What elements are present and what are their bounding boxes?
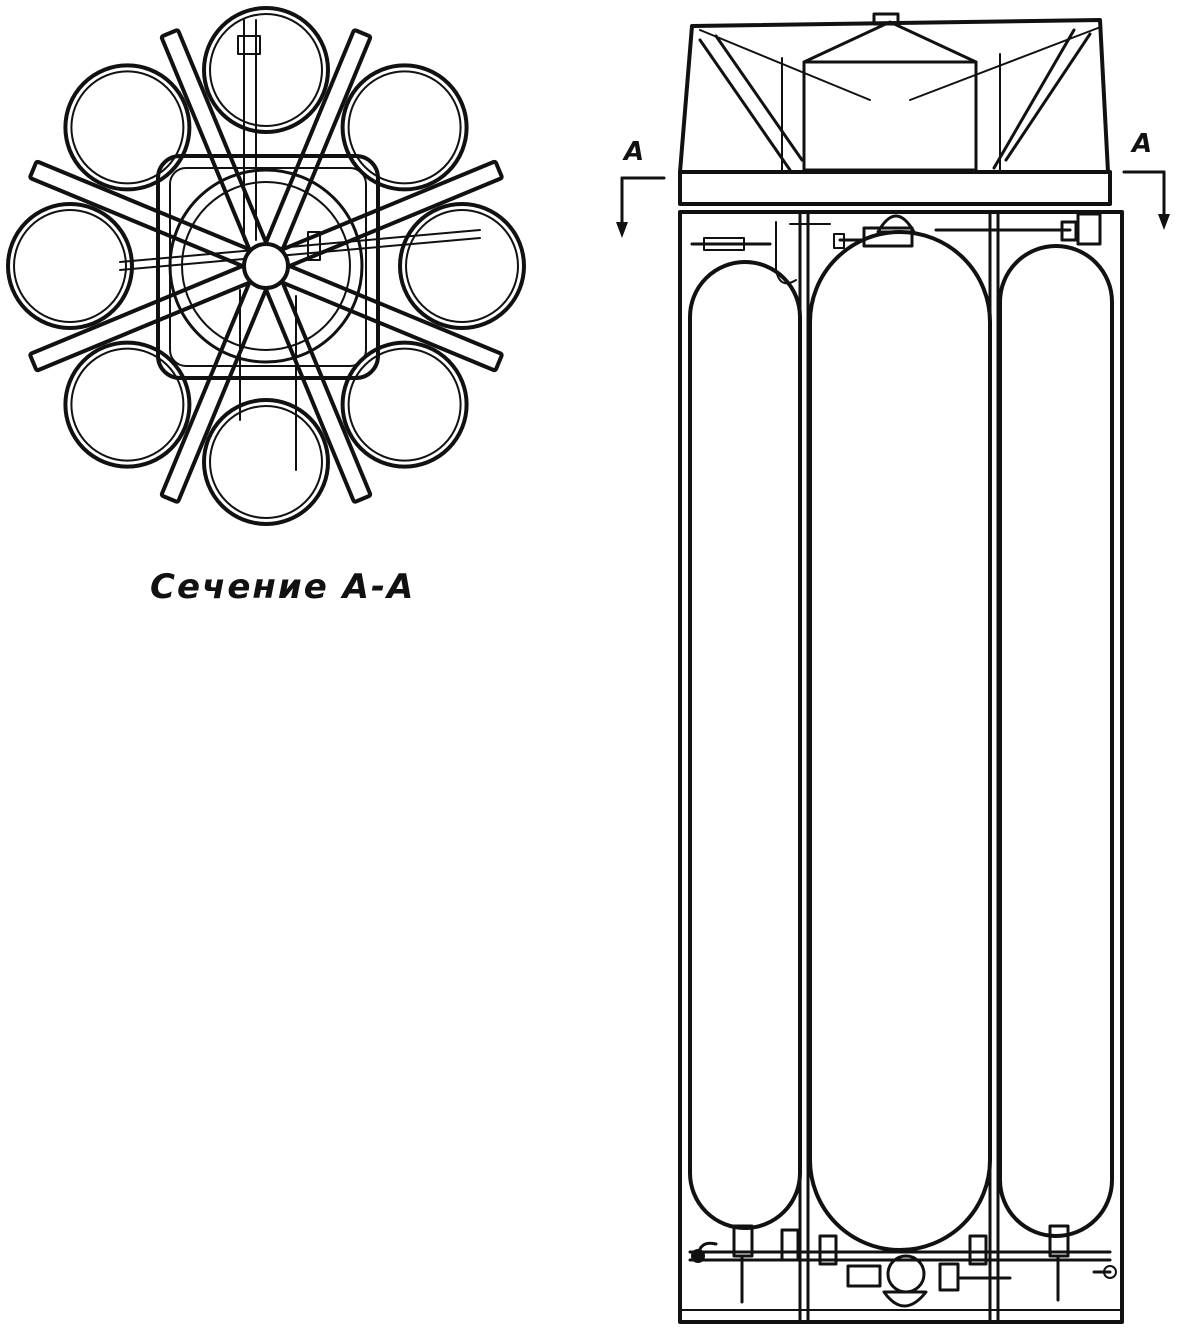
svg-text:А: А: [1130, 129, 1152, 159]
tanks: [688, 230, 1114, 1252]
elevation-view: А А: [616, 12, 1170, 1324]
section-cylinders: [6, 6, 526, 526]
section-cylinder: [63, 340, 192, 469]
section-cylinder: [398, 202, 526, 330]
main-frame: [678, 210, 1124, 1324]
section-struts: [28, 28, 504, 504]
section-cylinder: [340, 340, 469, 469]
top-fittings: [690, 212, 1102, 285]
section-cylinder: [6, 202, 134, 330]
center-hub: [242, 242, 290, 290]
tank: [688, 260, 802, 1230]
section-marker-right: А: [1122, 129, 1170, 230]
section-cylinder: [340, 63, 469, 192]
section-caption: Сечение А-А: [150, 567, 415, 607]
bottom-piping: [688, 1224, 1117, 1308]
tank: [808, 230, 992, 1252]
section-view-a-a: Сечение А-А: [6, 6, 526, 607]
section-cylinder: [63, 63, 192, 192]
tank: [998, 244, 1114, 1238]
svg-text:А: А: [622, 137, 644, 167]
section-marker-left: А: [616, 137, 666, 238]
piping-lines: [119, 19, 481, 471]
section-cylinder: [202, 398, 330, 526]
top-housing: [678, 12, 1112, 206]
section-cylinder: [202, 6, 330, 134]
